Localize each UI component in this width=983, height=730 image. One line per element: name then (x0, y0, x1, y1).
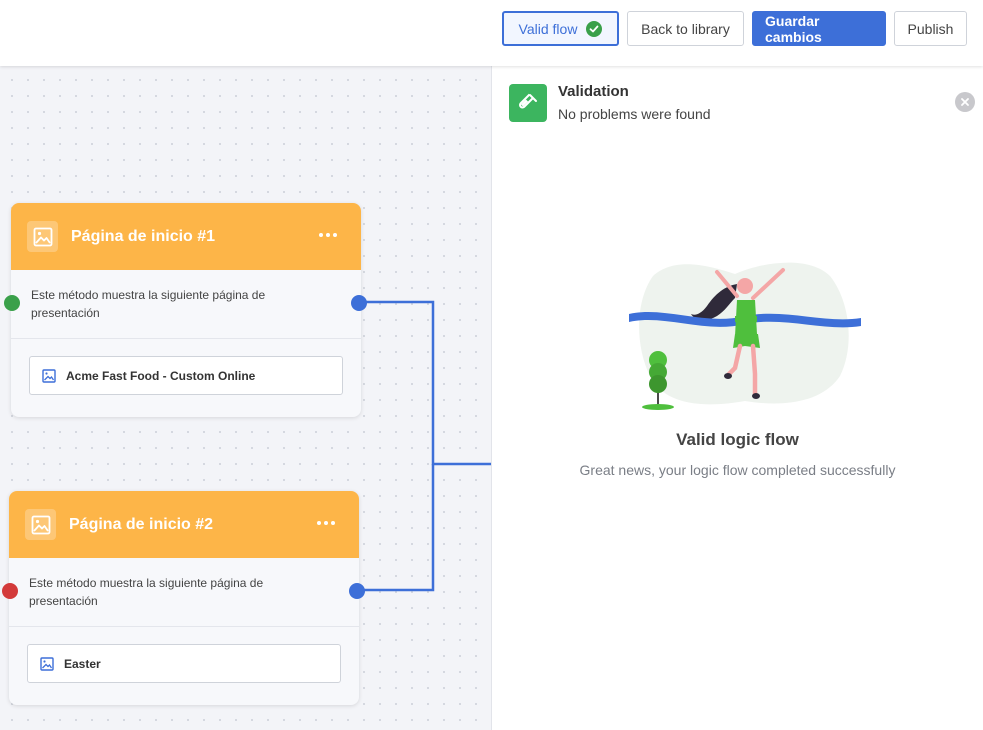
node-description: Este método muestra la siguiente página … (9, 558, 359, 627)
flow-node-1[interactable]: Página de inicio #1 Este método muestra … (11, 203, 361, 417)
empty-state-title: Valid logic flow (676, 430, 799, 449)
publish-button[interactable]: Publish (894, 11, 967, 46)
connector-lines (357, 300, 491, 592)
node-linked-page[interactable]: Acme Fast Food - Custom Online (29, 356, 343, 395)
node-linked-page[interactable]: Easter (27, 644, 341, 683)
finish-line-illustration (629, 262, 861, 410)
node-header: Página de inicio #1 (11, 203, 361, 270)
node-header: Página de inicio #2 (9, 491, 359, 558)
save-changes-button[interactable]: Guardar cambios (752, 11, 886, 46)
top-toolbar: Valid flow Back to library Guardar cambi… (0, 0, 983, 66)
panel-subtitle: No problems were found (558, 106, 711, 122)
node-2-input-port[interactable] (2, 583, 18, 599)
more-options-icon[interactable] (317, 521, 335, 525)
valid-flow-button[interactable]: Valid flow (502, 11, 619, 46)
node-title: Página de inicio #2 (69, 515, 214, 533)
node-description: Este método muestra la siguiente página … (11, 270, 361, 339)
node-title: Página de inicio #1 (71, 227, 216, 245)
back-to-library-button[interactable]: Back to library (627, 11, 744, 46)
flow-canvas[interactable]: Página de inicio #1 Este método muestra … (0, 66, 491, 730)
image-icon (27, 221, 58, 252)
close-icon[interactable] (955, 92, 975, 112)
empty-state-subtitle: Great news, your logic flow completed su… (579, 462, 896, 478)
test-tube-icon (509, 84, 547, 122)
node-linked-page-label: Acme Fast Food - Custom Online (66, 368, 256, 383)
valid-flow-label: Valid flow (518, 20, 578, 37)
node-linked-page-label: Easter (64, 656, 101, 671)
image-icon (40, 656, 54, 671)
node-1-output-port[interactable] (351, 295, 367, 311)
more-options-icon[interactable] (319, 233, 337, 237)
check-circle-icon (586, 20, 603, 37)
panel-title: Validation (558, 83, 629, 100)
validation-panel: Validation No problems were found Valid … (491, 66, 983, 730)
image-icon (42, 368, 56, 383)
image-icon (25, 509, 56, 540)
node-1-input-port[interactable] (4, 295, 20, 311)
node-2-output-port[interactable] (349, 583, 365, 599)
flow-node-2[interactable]: Página de inicio #2 Este método muestra … (9, 491, 359, 705)
